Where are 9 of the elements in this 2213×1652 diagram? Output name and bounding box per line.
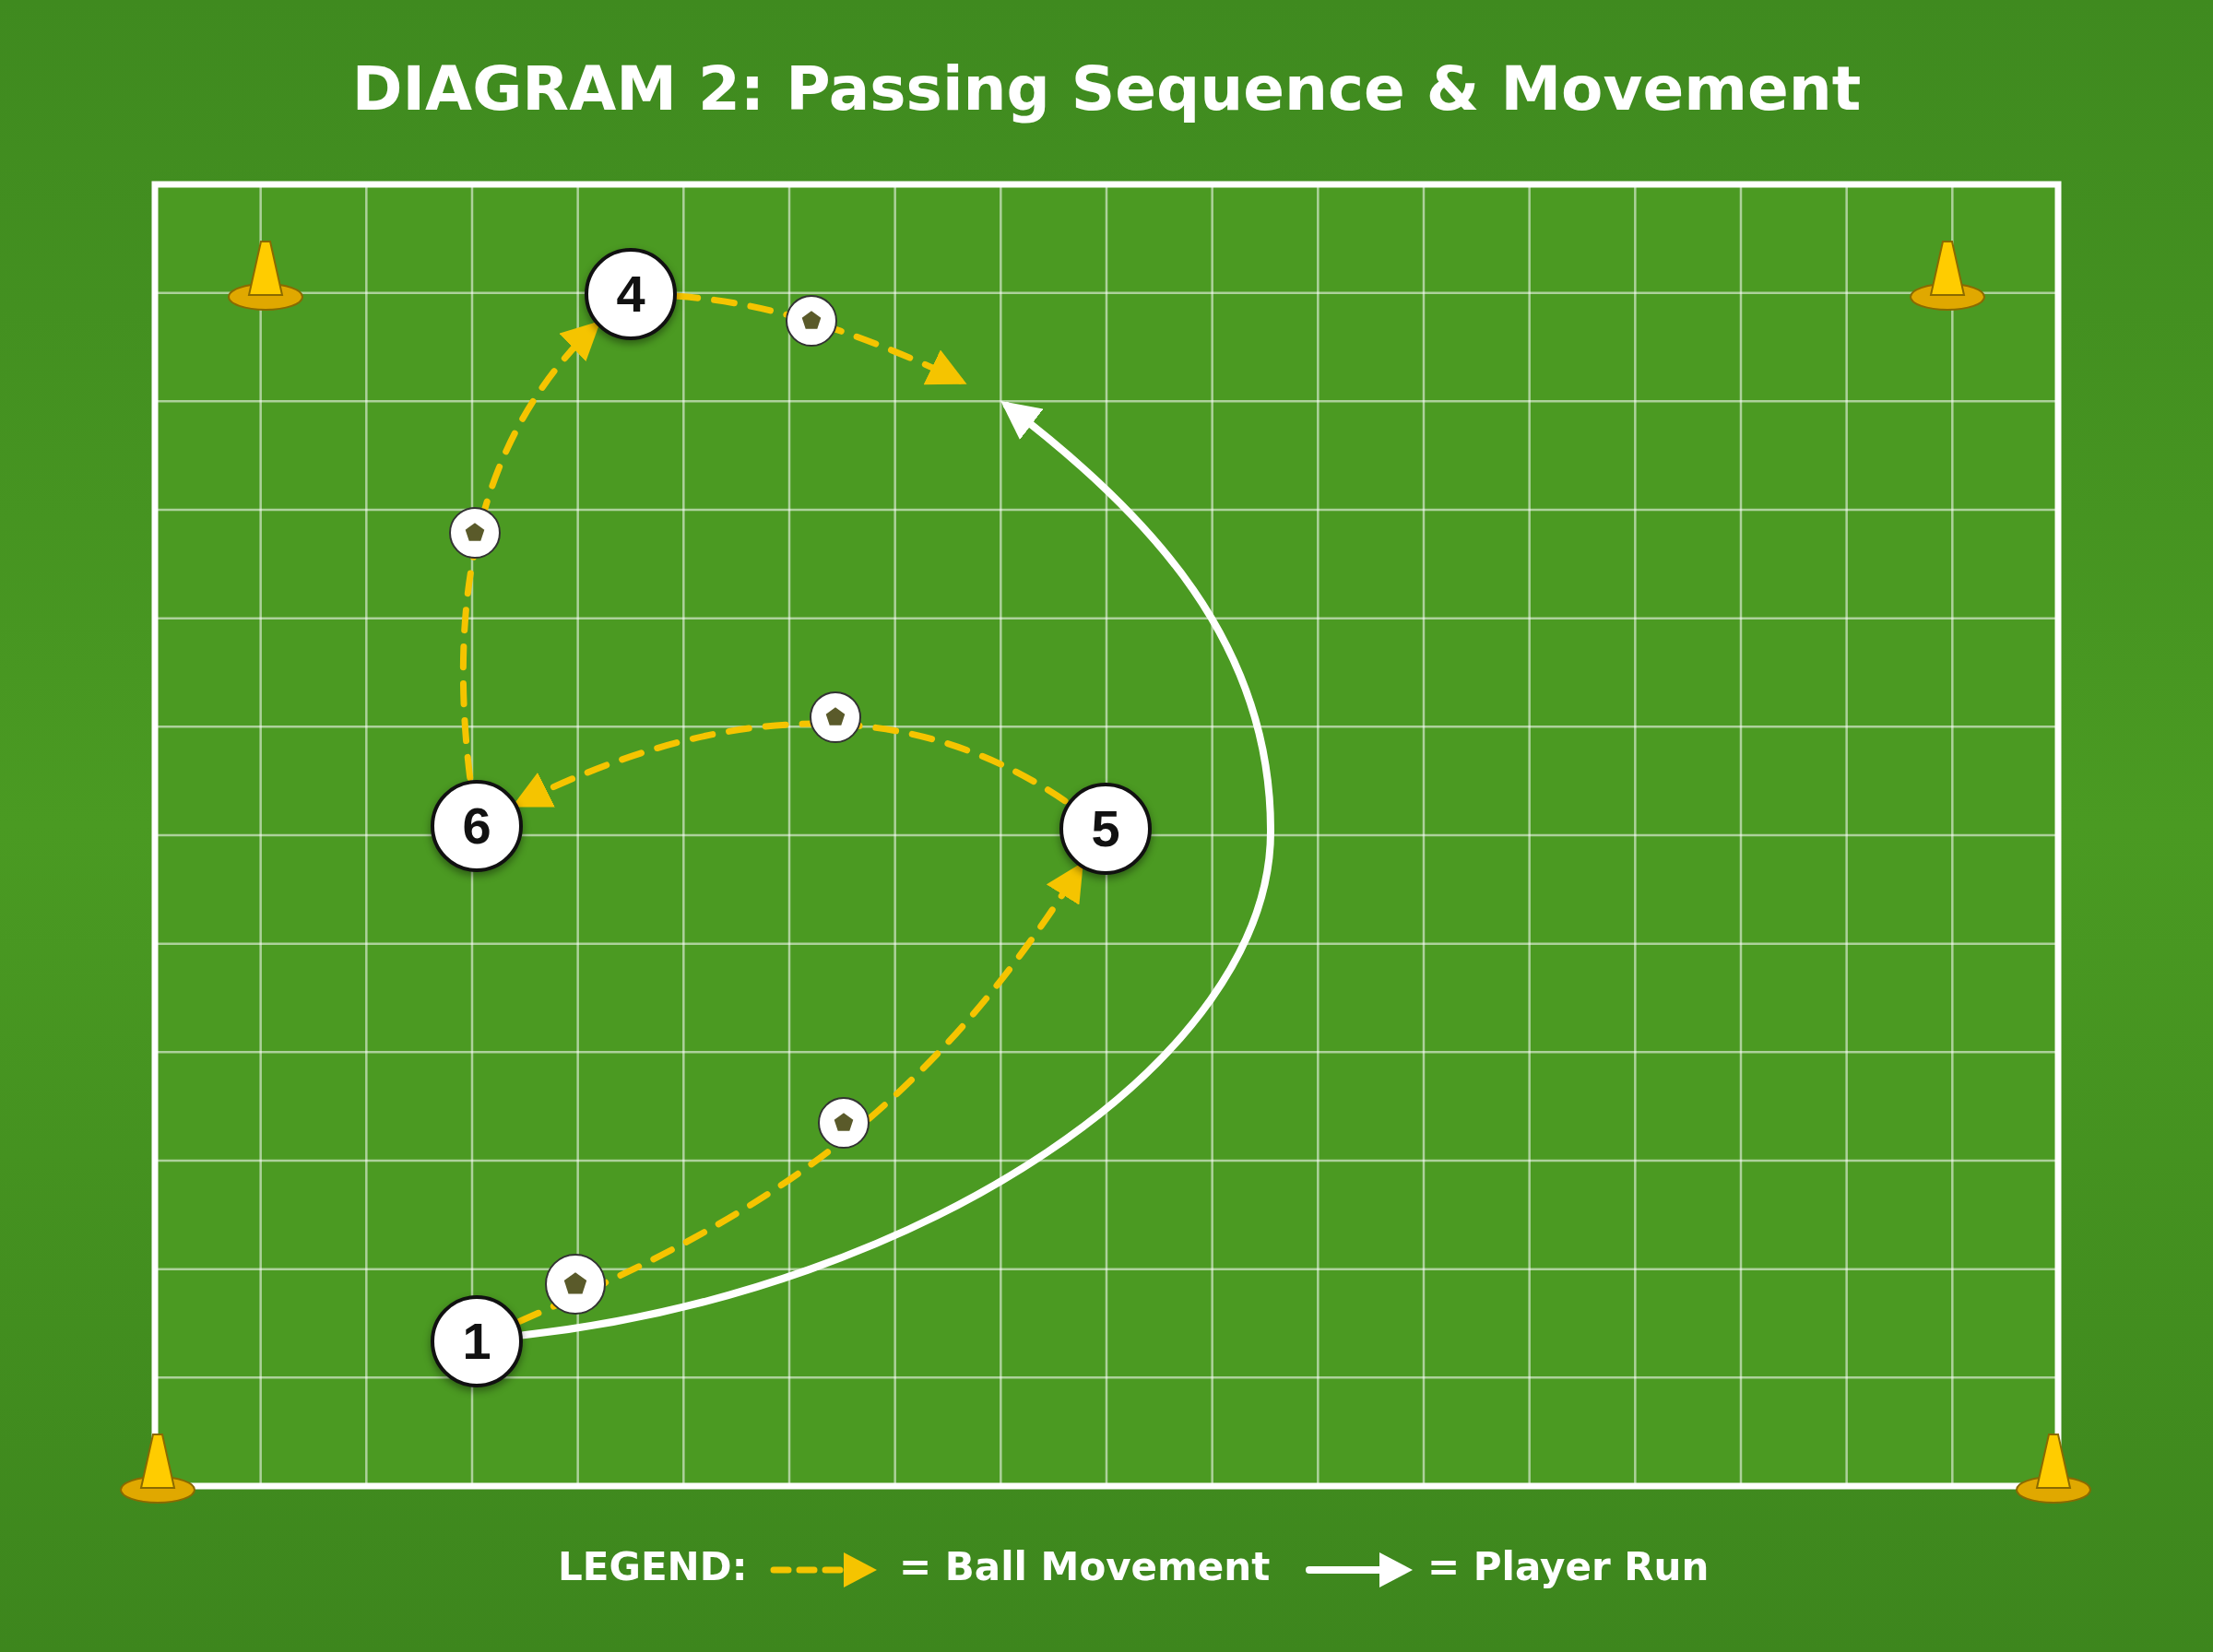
legend-text: = Player Run (1427, 1544, 1710, 1589)
legend-heading: LEGEND: (558, 1544, 748, 1589)
pass-arrow (459, 320, 601, 781)
player-number: 1 (462, 1316, 491, 1367)
player-number: 6 (462, 800, 491, 852)
diagram-title: DIAGRAM 2: Passing Sequence & Movement (350, 53, 1863, 124)
player-number: 5 (1091, 803, 1120, 855)
legend-text: = Ball Movement (899, 1544, 1271, 1589)
player-number: 4 (616, 268, 645, 320)
